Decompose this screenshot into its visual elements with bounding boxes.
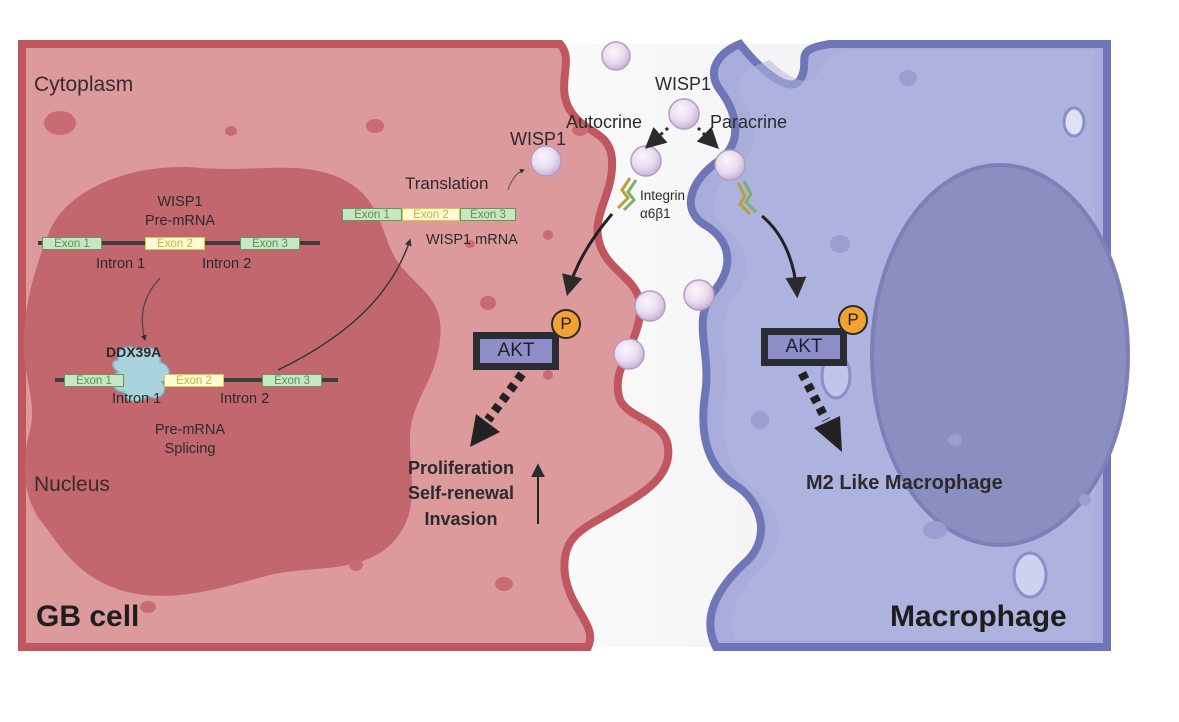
splicing-exon-1: Exon 1 xyxy=(64,374,124,387)
splicing-arrow xyxy=(140,277,161,342)
pre-mrna-intron-2: Intron 2 xyxy=(202,256,252,272)
translation-label: Translation xyxy=(405,174,489,193)
pre-mrna-title-1: WISP1 xyxy=(157,194,203,210)
gb-akt-outcome-arrow xyxy=(470,371,526,447)
gb-outcome-3: Invasion xyxy=(424,509,498,529)
mac-outcome: M2 Like Macrophage xyxy=(806,472,1003,494)
splicing-intron-2: Intron 2 xyxy=(220,391,270,407)
integrin-label-1: Integrin xyxy=(640,188,686,203)
gb-outcome-2: Self-renewal xyxy=(407,483,515,503)
macrophage-label: Macrophage xyxy=(890,600,1067,633)
export-arrow xyxy=(277,238,412,371)
wisp1-proteins xyxy=(530,41,746,370)
gb-phospho-badge: P xyxy=(551,309,581,339)
pre-mrna-exon-1: Exon 1 xyxy=(42,237,102,250)
ddx39a-label: DDX39A xyxy=(106,344,162,360)
gb-signal-arrow xyxy=(562,213,614,297)
mrna-label: WISP1 mRNA xyxy=(426,232,518,248)
pre-mrna-exon-2: Exon 2 xyxy=(145,237,205,250)
mac-signal-arrow xyxy=(761,214,807,299)
gb-cell-label: GB cell xyxy=(36,600,140,633)
pre-mrna-intron-1: Intron 1 xyxy=(96,256,146,272)
mrna-exon-1: Exon 1 xyxy=(342,208,402,221)
splicing-exon-3: Exon 3 xyxy=(262,374,322,387)
cytoplasm-label: Cytoplasm xyxy=(34,73,134,96)
pre-mrna-title-2: Pre-mRNA xyxy=(144,213,216,229)
mac-phospho-badge: P xyxy=(838,305,868,335)
gb-outcome-1: Proliferation xyxy=(407,458,514,478)
mrna-exon-2: Exon 2 xyxy=(402,208,460,221)
pre-mrna-exon-3: Exon 3 xyxy=(240,237,300,250)
gb-cytoplasm-dots xyxy=(44,111,588,613)
splicing-caption-1: Pre-mRNA xyxy=(154,422,226,438)
wisp1-label-top: WISP1 xyxy=(655,74,712,94)
gb-akt-box: AKT xyxy=(473,332,559,370)
splicing-intron-1: Intron 1 xyxy=(112,391,162,407)
integrin-receptor-right xyxy=(736,180,758,216)
autocrine-label: Autocrine xyxy=(566,112,643,132)
mac-akt-outcome-arrow xyxy=(797,370,842,452)
autocrine-arrow xyxy=(644,126,670,149)
ddx39a-protein xyxy=(111,346,170,403)
mac-akt-box: AKT xyxy=(761,328,847,366)
paracrine-arrow xyxy=(696,126,719,149)
wisp1-label-left: WISP1 xyxy=(510,129,567,149)
translation-arrow xyxy=(507,168,525,191)
macrophage-nucleus xyxy=(870,163,1130,547)
splicing-exon-2: Exon 2 xyxy=(164,374,224,387)
splicing-caption-2: Splicing xyxy=(164,441,216,457)
paracrine-label: Paracrine xyxy=(710,112,788,132)
nucleus-label: Nucleus xyxy=(34,473,110,496)
macrophage-vesicles xyxy=(751,70,1091,599)
mrna-exon-3: Exon 3 xyxy=(460,208,516,221)
integrin-label-2: α6β1 xyxy=(640,206,671,221)
integrin-receptor-left xyxy=(616,177,638,212)
